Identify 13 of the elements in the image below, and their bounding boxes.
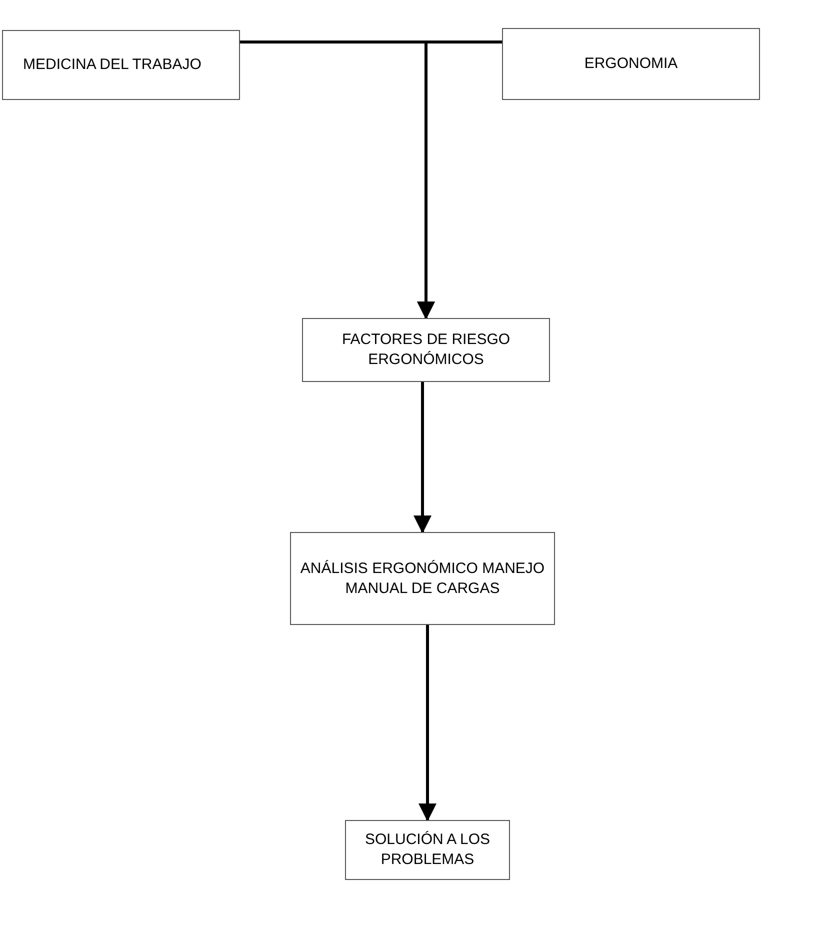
box-label: FACTORES DE RIESGO ERGONÓMICOS [340,330,512,370]
arrow [414,382,432,534]
box-label: ERGONOMIA [583,54,679,74]
process-box [290,532,555,625]
box-label: SOLUCIÓN A LOS PROBLEMAS [364,830,492,870]
box-label: ANÁLISIS ERGONÓMICO MANEJO MANUAL DE CARGAS [299,558,546,598]
arrow [417,40,502,320]
process-box [345,820,510,880]
arrow [418,625,436,822]
process-box [502,28,760,100]
box-label: MEDICINA DEL TRABAJO [22,55,202,75]
process-box [302,318,550,382]
process-box [2,30,240,100]
